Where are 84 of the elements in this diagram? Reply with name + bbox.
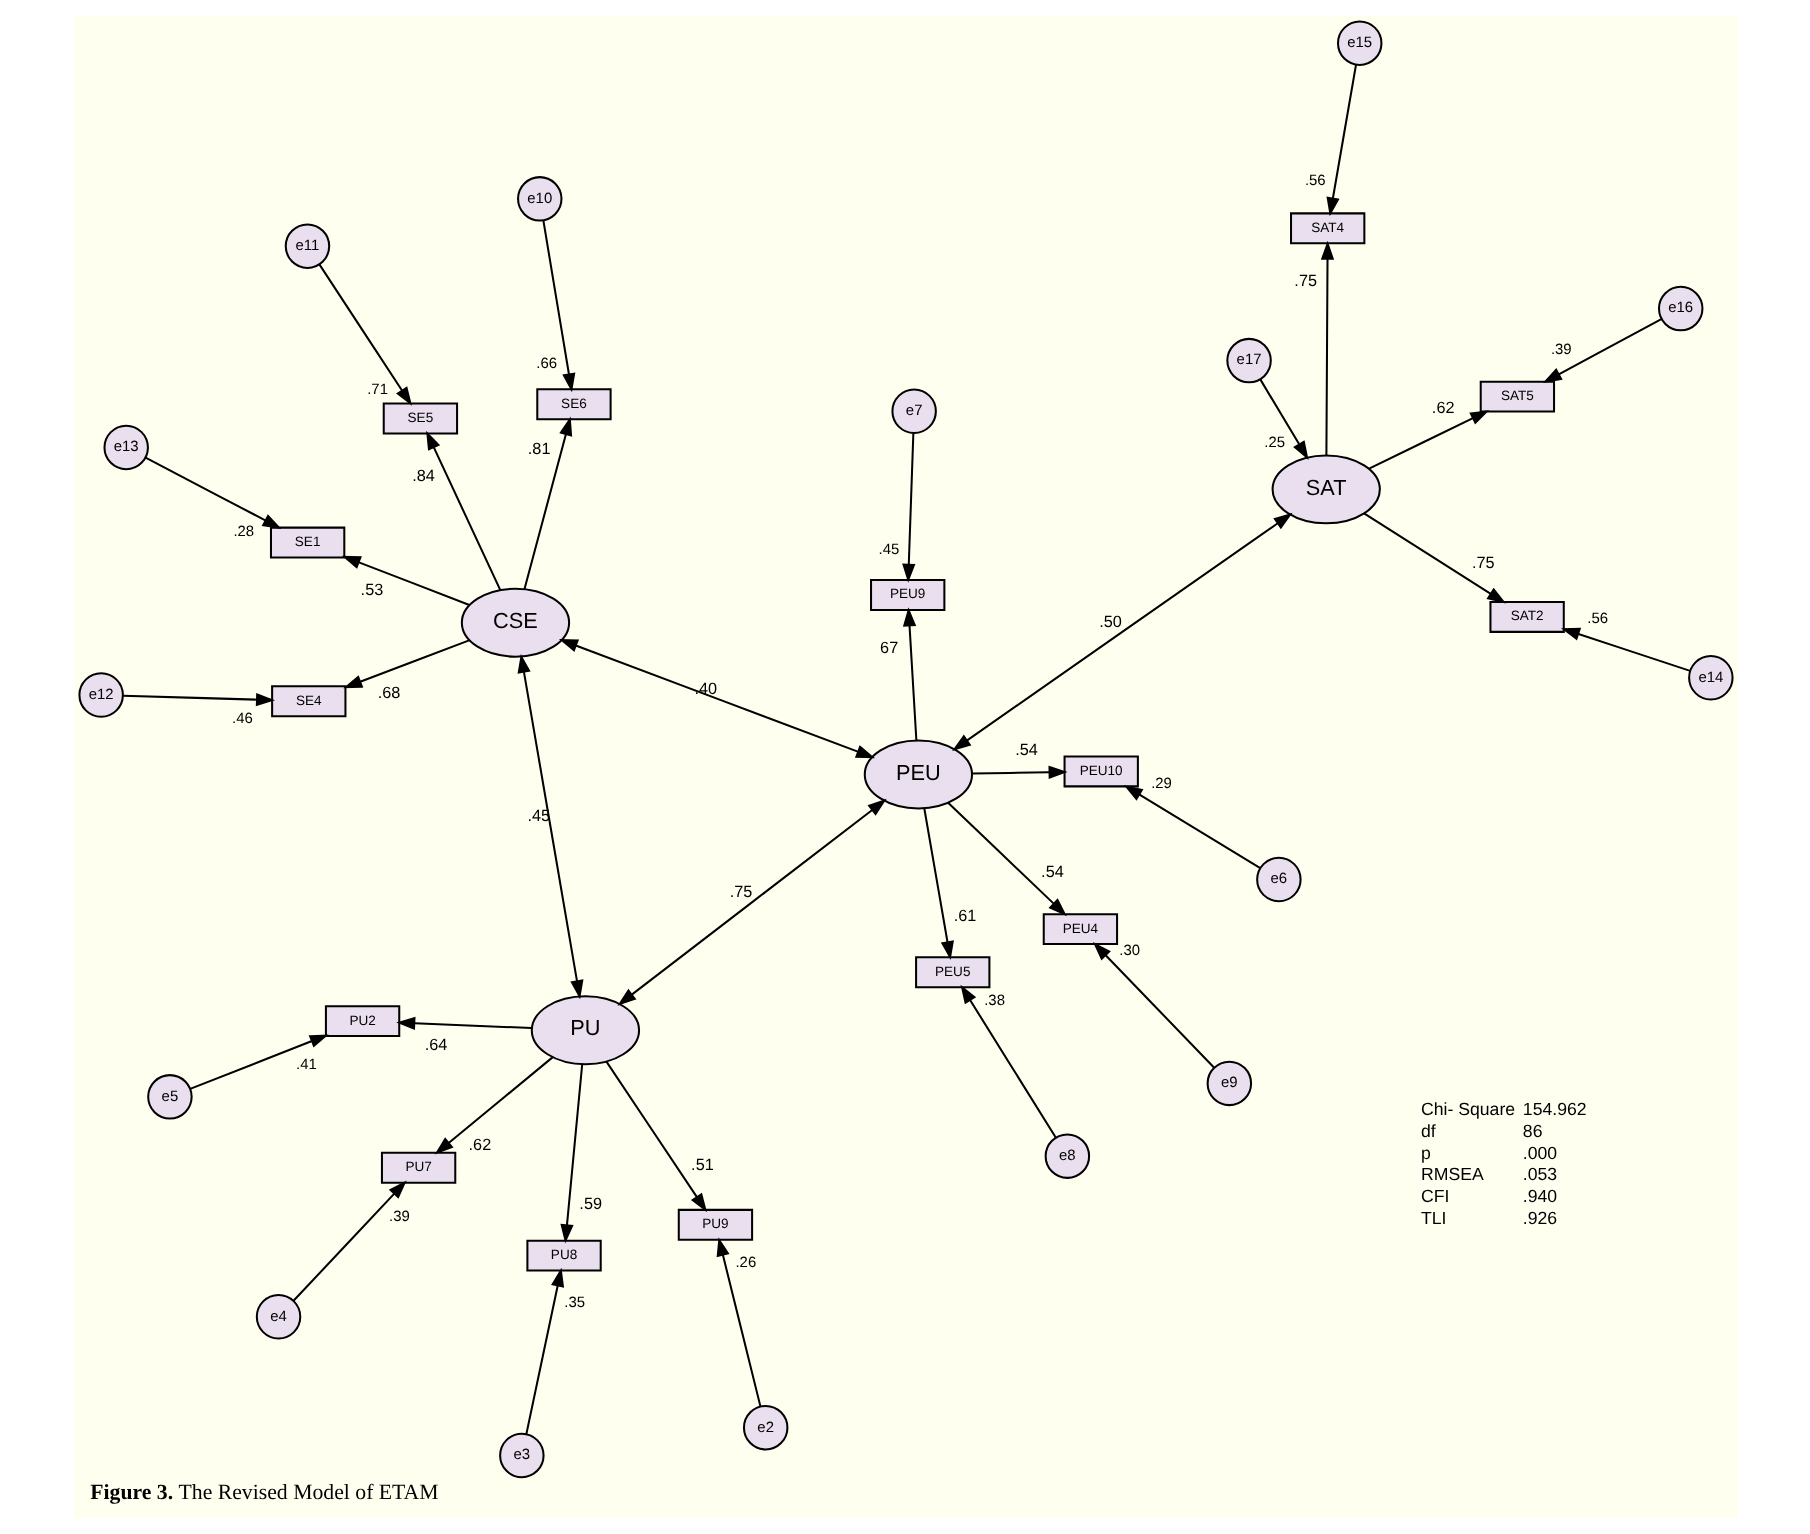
node-ellipse: PU xyxy=(529,995,640,1066)
label: 86 xyxy=(1521,1120,1542,1141)
node-circle: e4 xyxy=(254,1294,301,1340)
node-label: .66 xyxy=(535,353,557,372)
node-circle: e6 xyxy=(1255,856,1301,903)
arrow xyxy=(291,1180,406,1302)
node-label: .25 xyxy=(1263,432,1285,451)
arrow xyxy=(971,765,1067,779)
node-circle: e12 xyxy=(77,672,123,718)
node-circle: e16 xyxy=(1657,285,1703,332)
node-label: .71 xyxy=(366,379,387,398)
node-circle: e10 xyxy=(516,176,562,222)
node-label: .38 xyxy=(983,990,1004,1009)
arrow xyxy=(559,1064,583,1244)
node-label: .39 xyxy=(1549,339,1571,358)
node-ellipse: SAT xyxy=(1270,454,1380,525)
label: .940 xyxy=(1521,1186,1557,1207)
arrow xyxy=(317,264,412,406)
label: 154.962 xyxy=(1521,1099,1586,1120)
arrow xyxy=(524,1267,564,1435)
node-label: .45 xyxy=(877,539,899,558)
arrow xyxy=(188,1034,328,1090)
node-label: .41 xyxy=(295,1054,316,1073)
arrow xyxy=(715,1237,761,1407)
label: .926 xyxy=(1521,1207,1557,1228)
label: p xyxy=(1420,1142,1430,1163)
arrow xyxy=(541,220,575,393)
arrow xyxy=(340,555,469,606)
node-circle: e13 xyxy=(102,424,148,471)
arrow xyxy=(1091,942,1214,1069)
node-label: .56 xyxy=(1303,171,1325,190)
label: .053 xyxy=(1521,1164,1557,1185)
arrow xyxy=(516,653,583,1000)
label: CFI xyxy=(1420,1186,1449,1207)
node-label: .26 xyxy=(734,1253,756,1272)
node-label: .56 xyxy=(1586,608,1608,627)
arrow xyxy=(604,1061,706,1213)
arrow xyxy=(922,808,953,961)
arrow xyxy=(1319,240,1334,456)
arrow xyxy=(1325,64,1356,217)
node-circle: e14 xyxy=(1687,655,1733,701)
arrow xyxy=(425,430,501,591)
node-label: .29 xyxy=(1150,774,1171,793)
node-label: .28 xyxy=(232,521,254,540)
arrow xyxy=(1541,318,1661,383)
arrow xyxy=(144,456,281,529)
node-circle: e8 xyxy=(1043,1133,1090,1179)
node-circle: e11 xyxy=(283,223,330,269)
node-circle: e5 xyxy=(146,1074,192,1120)
label: df xyxy=(1420,1120,1435,1141)
arrow xyxy=(433,1056,553,1155)
arrow xyxy=(1367,410,1489,470)
arrow xyxy=(951,512,1292,751)
label: Chi- Square xyxy=(1420,1099,1515,1120)
label: .000 xyxy=(1521,1142,1557,1163)
arrow xyxy=(959,984,1056,1139)
arrow xyxy=(557,639,875,759)
node-label: .39 xyxy=(388,1207,409,1226)
node-circle: e15 xyxy=(1336,20,1382,66)
arrow xyxy=(1560,627,1690,672)
node-label: .35 xyxy=(563,1292,585,1311)
arrow xyxy=(901,607,917,741)
arrow xyxy=(342,639,469,689)
arrow xyxy=(522,416,572,590)
node-circle: e2 xyxy=(741,1404,788,1451)
node-label: .46 xyxy=(231,709,252,728)
arrow xyxy=(1258,379,1308,460)
node-label: .30 xyxy=(1118,940,1140,959)
caption: Figure 3. The Revised Model of ETAM xyxy=(89,1480,438,1505)
arrow xyxy=(1362,512,1506,604)
node-circle: e9 xyxy=(1205,1060,1252,1107)
node-circle: e17 xyxy=(1225,337,1271,384)
label: RMSEA xyxy=(1420,1164,1483,1185)
arrow xyxy=(901,433,915,583)
arrow xyxy=(946,802,1066,917)
arrow xyxy=(121,693,275,707)
node-circle: e7 xyxy=(890,388,936,434)
node-circle: e3 xyxy=(498,1432,544,1479)
node-ellipse: PEU xyxy=(862,739,973,810)
label: TLI xyxy=(1420,1207,1446,1228)
node-ellipse: CSE xyxy=(459,587,570,658)
arrow xyxy=(395,1016,531,1030)
arrow xyxy=(1122,785,1260,869)
arrow xyxy=(616,798,886,1006)
